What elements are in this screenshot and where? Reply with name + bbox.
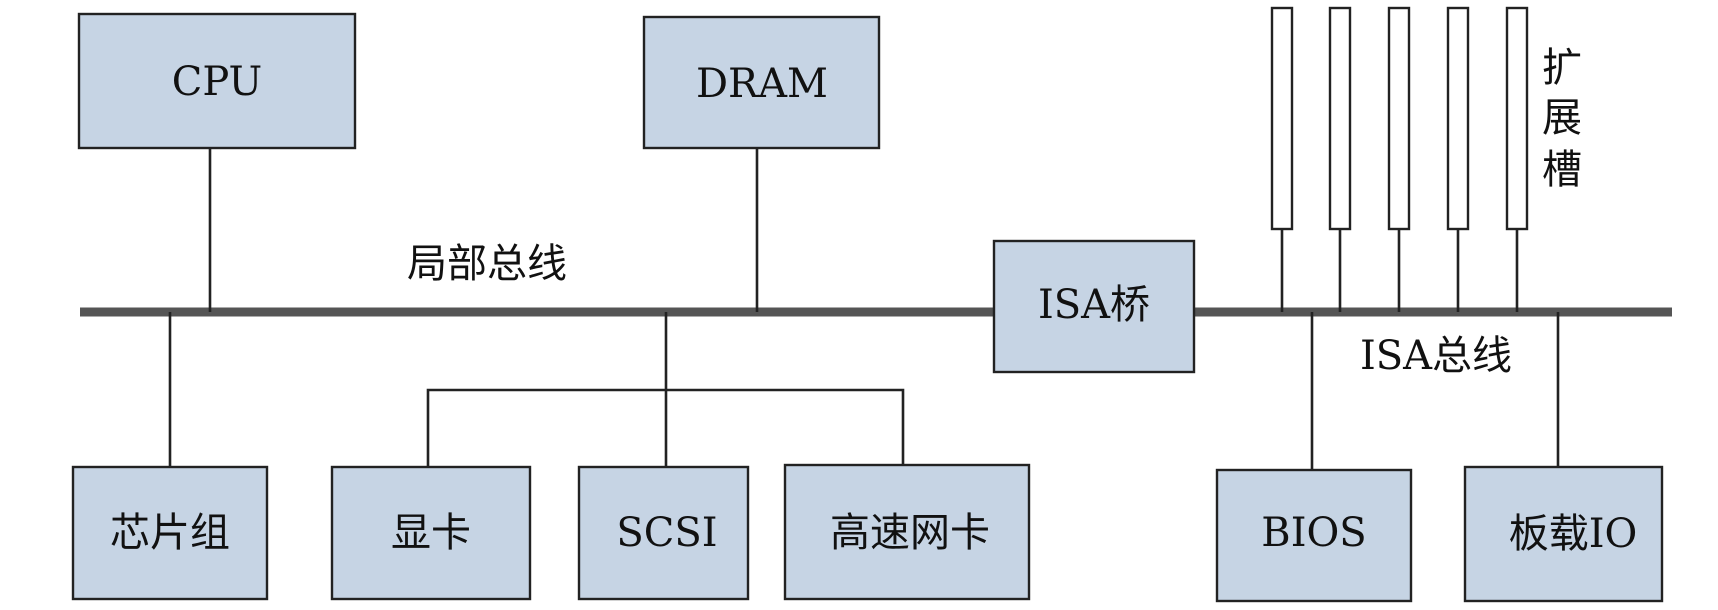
- expansion-slot: [1328, 6, 1352, 231]
- expansion-slot-label-char: 展: [1542, 95, 1582, 141]
- bios-label: BIOS: [1261, 510, 1366, 556]
- isa-bus-label: ISA总线: [1360, 333, 1512, 379]
- gpu-box: 显卡: [330, 465, 532, 601]
- cpu-label: CPU: [172, 59, 263, 105]
- dram-box: DRAM: [642, 15, 881, 150]
- bios-box: BIOS: [1215, 468, 1413, 603]
- expansion-slot: [1270, 6, 1294, 231]
- expansion-slot-label-char: 扩: [1542, 45, 1582, 91]
- chipset-box: 芯片组: [71, 465, 269, 601]
- onboard-io-label: 板载IO: [1509, 511, 1638, 557]
- local-bus-label: 局部总线: [407, 241, 567, 287]
- nic-box: 高速网卡: [783, 463, 1031, 601]
- chipset-label: 芯片组: [110, 510, 230, 556]
- isa-bridge-box: ISA桥: [992, 239, 1196, 374]
- expansion-slot: [1446, 6, 1470, 231]
- expansion-slot: [1505, 6, 1529, 231]
- expansion-slot: [1387, 6, 1411, 231]
- gpu-label: 显卡: [391, 510, 471, 556]
- scsi-box: SCSI: [577, 465, 750, 601]
- dram-label: DRAM: [696, 61, 828, 107]
- cpu-box: CPU: [77, 12, 357, 150]
- onboard-io-box: 板载IO: [1463, 465, 1664, 603]
- expansion-slot-connectors: [1280, 229, 1519, 312]
- gpu-nic-connector: [426, 388, 905, 467]
- expansion-slot-label-char: 槽: [1542, 147, 1582, 193]
- expansion-slots: [1270, 6, 1529, 231]
- nic-label: 高速网卡: [830, 510, 990, 556]
- isa-bridge-label: ISA桥: [1038, 282, 1150, 328]
- expansion-slot-label: 扩 展 槽: [1542, 45, 1582, 193]
- scsi-label: SCSI: [616, 510, 717, 556]
